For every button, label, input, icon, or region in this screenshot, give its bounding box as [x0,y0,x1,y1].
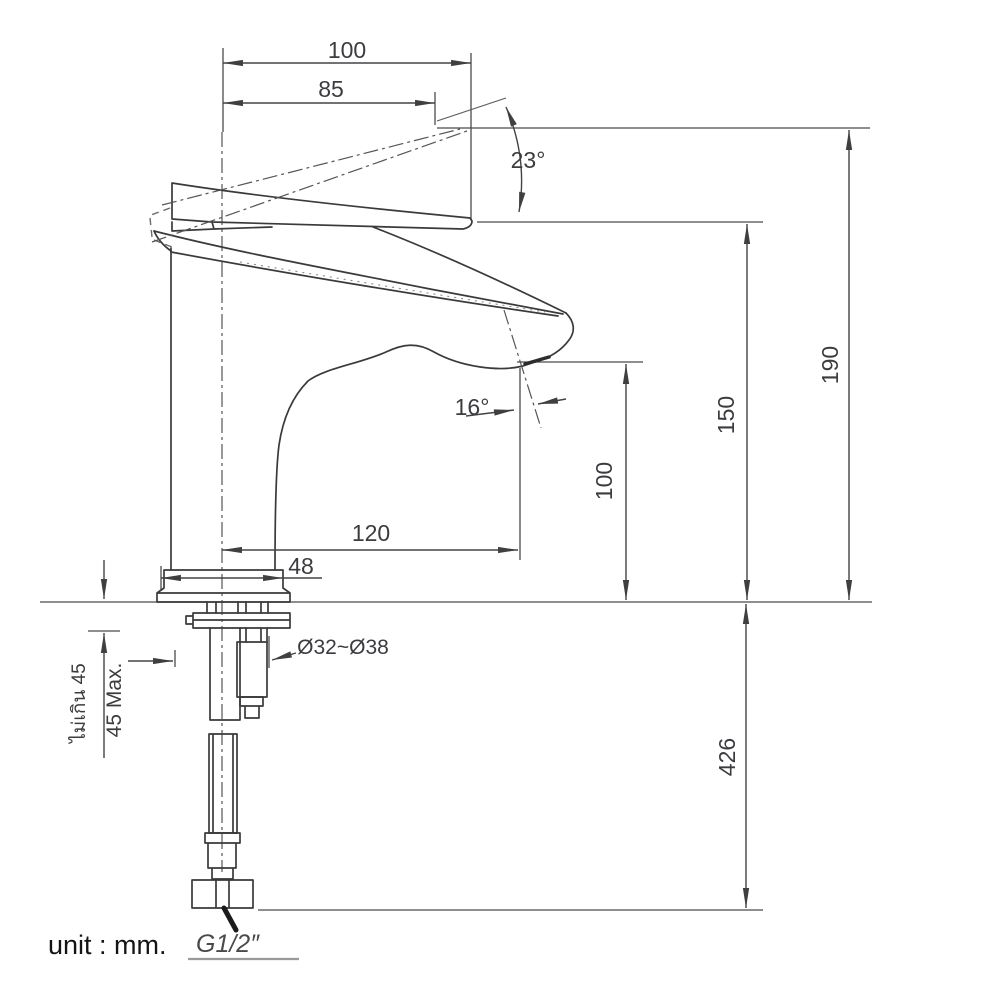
shank-through-counter [206,601,269,614]
hose-connection-nut [191,879,254,909]
dim-hole-diameter: Ø32~Ø38 [271,636,389,661]
raised-handle-ghost [149,97,542,429]
mounting-hardware [185,601,291,933]
dim-base-width: 48 [161,553,322,582]
dim-label-190: 190 [817,346,843,384]
dim-label-deck-thai: ไม่เกิน 45 [68,663,90,744]
mounting-flange [185,612,291,629]
ghost-handle-end [149,207,173,248]
ghost-handle-bottom-line [151,130,468,243]
dim-overall-height: 190 [817,130,853,600]
dim-label-16: 16° [455,394,490,420]
dim-label-deck-max: 45 Max. [103,663,126,738]
arrow-16-left [465,409,515,417]
dim-label-100-top: 100 [328,37,366,63]
body-beak [153,230,172,252]
mounting-stud-nut [239,696,264,719]
dim-label-85: 85 [318,76,344,102]
leader-hole-diameter [271,651,297,661]
thread-leader [221,905,239,933]
dim-tip-height: 150 [713,224,751,600]
dim-supply-length: 426 [714,604,750,908]
mounting-stud-upper [245,627,268,643]
dim-label-23: 23° [511,147,546,173]
dim-label-150: 150 [713,396,739,434]
dim-label-48: 48 [288,553,314,579]
dim-label-120: 120 [352,520,390,546]
dim-label-hole: Ø32~Ø38 [297,636,389,659]
spout-and-neck [274,312,575,571]
handle-seam [171,221,273,232]
spout-top-curve [372,226,567,314]
hose-crimp-collar [204,832,241,880]
ghost-handle-extension [436,97,507,122]
unit-note: unit : mm. [48,930,167,960]
mounting-stud-block [236,641,268,698]
dim-outlet-height: 100 [591,364,630,600]
annotations: G1/2″ unit : mm. [48,930,299,961]
body-mid-curve [170,251,559,317]
dim-label-100v: 100 [591,462,617,500]
faucet-outline [153,182,575,603]
thread-label: G1/2″ [196,930,260,958]
spout-outlet [523,355,551,366]
dim-handle-reach: 85 [223,76,435,107]
dim-deck-thickness: ไม่เกิน 45 45 Max. [68,560,173,758]
arc-23 [505,106,526,213]
dim-handle-angle: 23° [505,106,546,213]
dim-label-426: 426 [714,738,740,776]
dim-spout-angle: 16° [455,394,567,420]
dim-top-width: 100 [223,37,471,67]
spout-axis-line [503,309,542,429]
dim-spout-reach: 120 [222,520,518,554]
arrow-16-right [537,397,567,405]
body-top-curve [153,230,564,315]
handle-blade [171,182,473,230]
